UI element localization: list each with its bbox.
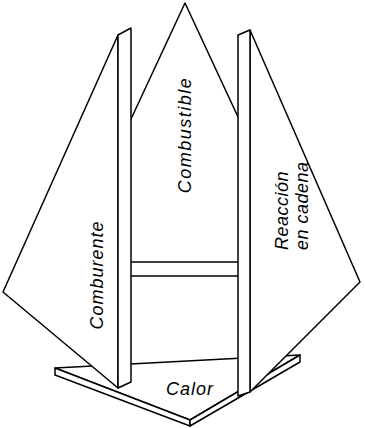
- panel-outline: [1, 26, 133, 390]
- panel-label: Reacción en cadena: [272, 150, 312, 250]
- panel-face: [118, 28, 131, 388]
- oxidizer-panel: Comburente: [1, 26, 133, 390]
- panel-face: [238, 30, 250, 396]
- panel-face: [3, 35, 118, 388]
- panel-face: [250, 30, 360, 392]
- chain-reaction-panel: Reacción en cadena: [236, 28, 362, 398]
- panel-label: Combustible: [175, 77, 195, 194]
- crossbar-line: [131, 261, 238, 263]
- panel-label: Comburente: [87, 220, 107, 329]
- panel-label: Calor: [166, 379, 214, 399]
